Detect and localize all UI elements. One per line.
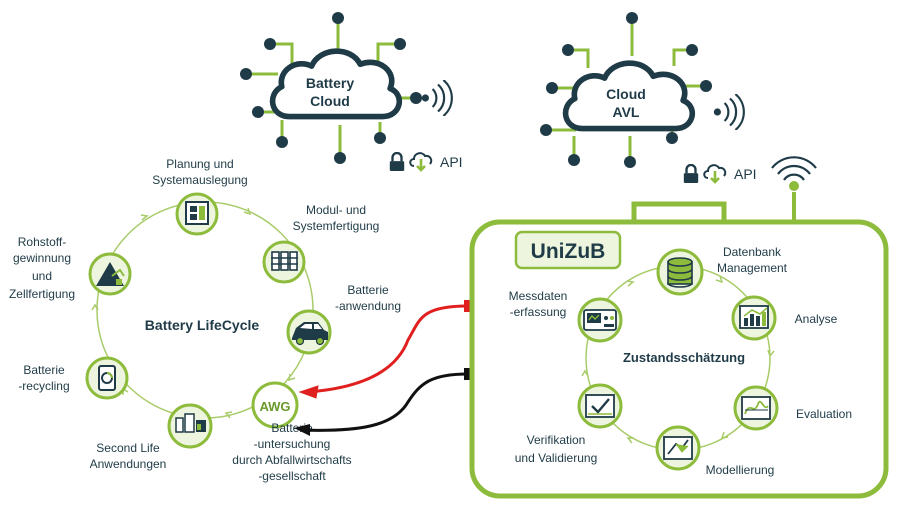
station-label: -untersuchung [254, 437, 331, 451]
unizub-box: UniZuB Zustandsschätzung Datenbank Manag… [469, 156, 889, 499]
planning-board-icon [185, 201, 209, 225]
avl-cloud-nodes [540, 12, 712, 168]
station-label: Second Life [96, 441, 160, 455]
step-label: -erfassung [510, 305, 567, 319]
database-icon [667, 257, 693, 288]
unizub-handle [631, 201, 727, 222]
measurement-cables [294, 300, 472, 436]
station-label: Anwendungen [90, 457, 167, 471]
recycling-device-icon [98, 365, 116, 391]
unizub-title: UniZuB [531, 240, 606, 263]
station-label: Batterie [347, 283, 389, 297]
battery-cloud-group: Battery Cloud API [240, 12, 463, 172]
station-label: -gesellschaft [258, 469, 326, 483]
station-label: -anwendung [335, 299, 401, 313]
station-label: durch Abfallwirtschafts [232, 453, 351, 467]
avl-cloud-label-2: AVL [613, 104, 640, 120]
model-chart-icon [663, 436, 693, 460]
lifecycle-station-anwendung[interactable]: Batterie -anwendung [286, 283, 401, 355]
lifecycle-station-planung[interactable]: Planung und Systemauslegung [152, 157, 248, 236]
unizub-step-modellierung[interactable]: Modellierung [655, 425, 775, 477]
wifi-icon [771, 156, 817, 181]
step-label: Evaluation [796, 407, 852, 421]
black-connector [464, 368, 472, 380]
step-label: Verifikation [527, 433, 586, 447]
red-clamp [298, 385, 319, 399]
unizub-step-verifikation[interactable]: Verifikation und Validierung [515, 383, 623, 465]
factory-modules-icon [271, 251, 298, 271]
unizub-ring-arrows [581, 275, 775, 444]
station-label: Batterie [23, 363, 65, 377]
second-life-devices-icon [175, 413, 206, 433]
unizub-step-messdaten[interactable]: Messdaten -erfassung [509, 289, 623, 343]
station-label: Systemfertigung [293, 219, 380, 233]
analysis-chart-icon [739, 305, 769, 329]
station-label: Rohstoff- [18, 235, 66, 249]
step-label: Datenbank [723, 245, 782, 259]
station-label: Zellfertigung [9, 287, 75, 301]
mining-icon [96, 262, 125, 286]
step-label: Management [717, 261, 788, 275]
avl-cloud-group: Cloud AVL API [540, 12, 757, 184]
cloud-download-icon [408, 151, 433, 172]
battery-cloud-api-label: API [440, 154, 463, 170]
electric-car-icon [292, 322, 328, 346]
lock-icon [388, 152, 406, 172]
unizub-step-evaluation[interactable]: Evaluation [733, 385, 852, 431]
lifecycle-station-modul[interactable]: Modul- und Systemfertigung [262, 203, 380, 284]
step-label: und Validierung [515, 451, 598, 465]
cloud-download-icon [702, 163, 727, 184]
lifecycle-station-awg[interactable]: AWG Batterie -untersuchung durch Abfallw… [232, 381, 352, 483]
station-label: gewinnung [13, 251, 71, 265]
lifecycle-title: Battery LifeCycle [145, 317, 260, 333]
awg-logo: AWG [259, 399, 290, 414]
red-cable [307, 304, 469, 394]
station-label: Planung und [166, 157, 233, 171]
unizub-subtitle: Zustandsschätzung [623, 350, 745, 365]
measurement-device-icon [583, 309, 617, 331]
avl-cloud-api-label: API [734, 166, 757, 182]
wifi-icon [712, 94, 745, 130]
red-connector [464, 300, 472, 312]
battery-cloud-nodes [240, 12, 422, 164]
battery-cloud-label-1: Battery [306, 75, 354, 91]
black-clamp [294, 424, 310, 436]
unizub-antenna-tip [789, 181, 799, 191]
lock-icon [682, 164, 700, 184]
lifecycle-station-secondlife[interactable]: Second Life Anwendungen [90, 403, 213, 471]
unizub-step-datenbank[interactable]: Datenbank Management [656, 245, 788, 296]
black-cable [299, 372, 469, 432]
station-label: -recycling [18, 379, 69, 393]
wifi-icon [420, 80, 453, 116]
verification-check-icon [585, 394, 615, 418]
step-label: Analyse [795, 312, 838, 326]
evaluation-chart-icon [741, 396, 771, 420]
unizub-step-analyse[interactable]: Analyse [731, 295, 838, 341]
step-label: Modellierung [706, 463, 775, 477]
avl-cloud-label-1: Cloud [606, 86, 646, 102]
battery-cloud-label-2: Cloud [310, 93, 350, 109]
step-label: Messdaten [509, 289, 568, 303]
station-label: Modul- und [306, 203, 366, 217]
lifecycle-station-rohstoff[interactable]: Rohstoff- gewinnung und Zellfertigung [9, 235, 132, 301]
station-label: und [32, 269, 52, 283]
unizub-title-badge [514, 230, 622, 270]
station-label: Systemauslegung [152, 173, 247, 187]
lifecycle-station-recycling[interactable]: Batterie -recycling [18, 356, 129, 400]
